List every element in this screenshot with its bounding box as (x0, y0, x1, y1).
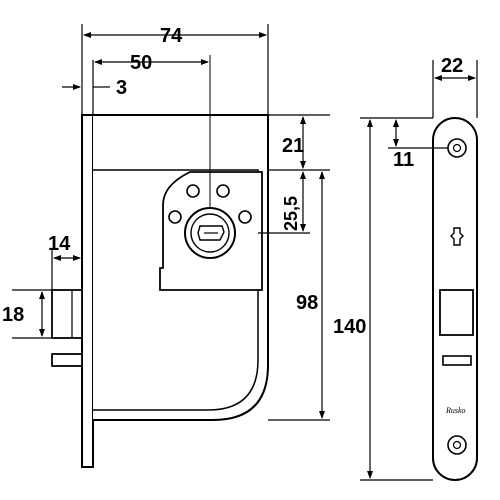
latch-bolt (51, 289, 83, 339)
latch-bolt-body (51, 289, 83, 339)
dim-top-offset: 21 (282, 135, 304, 157)
dim-faceplate-height: 140 (333, 316, 366, 338)
dim-overall-width: 74 (160, 25, 183, 47)
lock-body (81, 114, 269, 468)
faceplate-dimension-lines (360, 60, 478, 481)
cylinder-plate (159, 171, 263, 291)
screw-hole-4 (238, 210, 252, 224)
screw-hole-3 (168, 210, 182, 224)
dim-screw-offset: 11 (393, 149, 414, 171)
screw-hole-1 (186, 184, 200, 198)
dim-faceplate-width: 22 (441, 55, 463, 77)
deadbolt-tongue (51, 353, 83, 367)
faceplate-keyhole (450, 227, 464, 246)
screw-hole-2 (216, 184, 230, 198)
dim-backset: 50 (130, 52, 152, 74)
dim-bolt-height: 18 (2, 304, 24, 326)
dimension-lines (12, 24, 330, 421)
front-plate (81, 114, 94, 468)
faceplate-screw-top-inner (452, 143, 462, 153)
dim-case-height: 98 (296, 292, 318, 314)
brand-mark: Rusko (445, 406, 466, 415)
faceplate-deadbolt-opening (442, 355, 472, 366)
faceplate-latch-opening (439, 289, 474, 336)
faceplate (432, 117, 478, 481)
dim-bolt-length: 14 (48, 233, 71, 255)
dim-cylinder-spacing: 25,5 (281, 196, 301, 231)
case-inner-outline (93, 169, 259, 411)
faceplate-screw-bottom-inner (452, 440, 462, 450)
dim-faceplate-thickness: 3 (116, 77, 127, 99)
